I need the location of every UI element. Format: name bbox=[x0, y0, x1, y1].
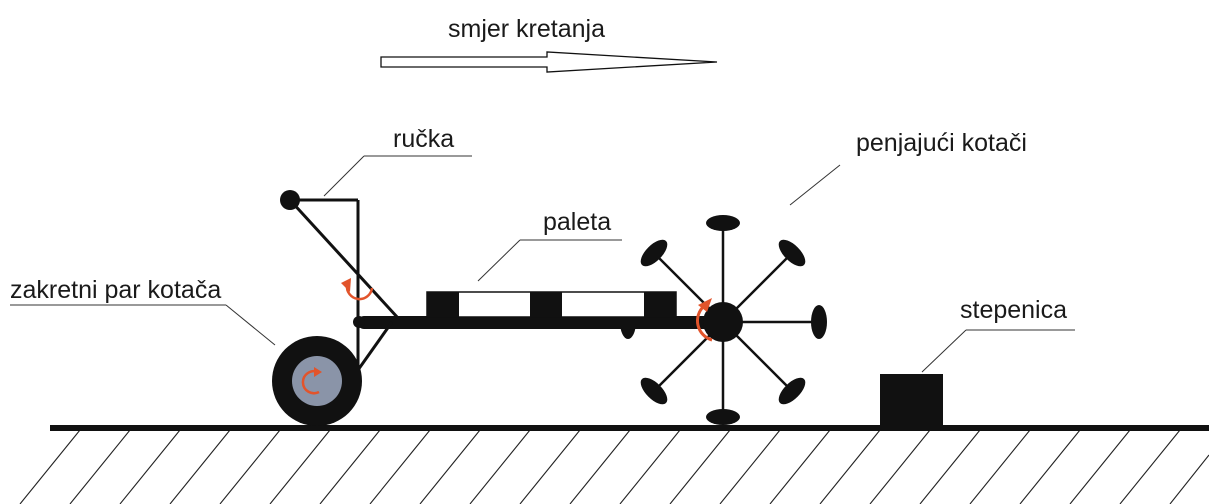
swivel-wheel-rotation-arrow-icon bbox=[301, 370, 320, 395]
swivel-wheels-label: zakretni par kotača bbox=[10, 276, 221, 304]
pallet-leader-line bbox=[477, 239, 521, 282]
pallet-label: paleta bbox=[543, 208, 611, 236]
climbing-wheel-rotation-arrow-icon bbox=[696, 304, 713, 342]
step-block bbox=[880, 374, 943, 426]
direction-label: smjer kretanja bbox=[448, 15, 605, 43]
handle-leader-line bbox=[323, 155, 365, 197]
ground-line bbox=[50, 425, 1209, 431]
frame-bar bbox=[358, 316, 723, 329]
climbing-wheel-foot bbox=[778, 377, 806, 405]
climbing-wheel-foot bbox=[640, 377, 668, 405]
climbing-wheels-label: penjajući kotači bbox=[856, 129, 1027, 157]
handle-rotation-arrowhead bbox=[341, 278, 351, 292]
frame-pivot bbox=[353, 316, 365, 328]
swivel-wheel-rotation-arrowhead bbox=[314, 367, 322, 377]
direction-arrow-icon bbox=[380, 51, 718, 73]
climbing-wheel-foot bbox=[778, 239, 806, 267]
pallet bbox=[426, 291, 677, 318]
climbing-wheel-rotation-arrowhead bbox=[698, 298, 712, 312]
climbing-wheel-foot bbox=[811, 305, 827, 339]
step-label: stepenica bbox=[960, 296, 1067, 324]
handle-knob bbox=[280, 190, 300, 210]
step-leader-line bbox=[921, 329, 967, 373]
ground-hatching bbox=[19, 429, 1209, 504]
climbing-wheel-foot bbox=[706, 215, 740, 231]
swivel-wheel-hub bbox=[292, 356, 342, 406]
handle-rotation-arrow-icon bbox=[345, 284, 374, 301]
climbing-wheel-foot bbox=[706, 409, 740, 425]
swivel-wheels-leader-line bbox=[225, 304, 276, 346]
climbing-wheel-hub bbox=[703, 302, 743, 342]
climbing-wheels-leader-line bbox=[789, 164, 841, 206]
climbing-wheel-foot bbox=[640, 239, 668, 267]
handle-label: ručka bbox=[393, 125, 454, 153]
